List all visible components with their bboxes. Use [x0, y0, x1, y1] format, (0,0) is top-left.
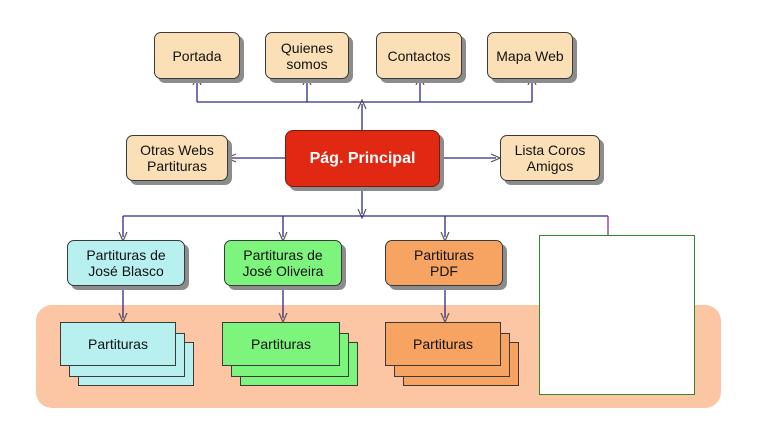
node-jose-oliveira-label: Partituras de José Oliveira	[242, 247, 324, 279]
node-pdf[interactable]: Partituras PDF	[385, 240, 503, 286]
node-quienes-somos-label: Quienes somos	[280, 39, 334, 72]
node-lista-coros[interactable]: Lista Coros Amigos	[500, 135, 600, 181]
node-jose-blasco[interactable]: Partituras de José Blasco	[67, 240, 185, 286]
node-contactos[interactable]: Contactos	[376, 32, 462, 79]
node-pag-principal-label: Pág. Principal	[309, 149, 416, 167]
stack-oliveira-label: Partituras	[251, 336, 311, 352]
node-jose-oliveira[interactable]: Partituras de José Oliveira	[224, 240, 342, 286]
node-otras-webs-label: Otras Webs Partituras	[140, 142, 214, 174]
node-jose-blasco-label: Partituras de José Blasco	[86, 247, 166, 279]
node-lista-coros-label: Lista Coros Amigos	[514, 142, 586, 174]
node-pdf-label: Partituras PDF	[414, 247, 474, 279]
node-mapa-web-label: Mapa Web	[496, 47, 564, 64]
stack-blasco-label: Partituras	[88, 336, 148, 352]
stack-blasco[interactable]: Partituras	[60, 322, 176, 366]
node-portada[interactable]: Portada	[154, 32, 240, 79]
node-otras-webs[interactable]: Otras Webs Partituras	[126, 135, 228, 181]
stack-oliveira[interactable]: Partituras	[222, 322, 340, 366]
node-contactos-label: Contactos	[387, 47, 451, 64]
stack-pdf-label: Partituras	[413, 336, 473, 352]
node-mapa-web[interactable]: Mapa Web	[487, 32, 573, 79]
node-pag-principal[interactable]: Pág. Principal	[285, 130, 440, 187]
node-portada-label: Portada	[172, 47, 222, 64]
stack-pdf[interactable]: Partituras	[385, 322, 501, 366]
node-quienes-somos[interactable]: Quienes somos	[265, 32, 349, 79]
blank-panel	[539, 235, 695, 395]
